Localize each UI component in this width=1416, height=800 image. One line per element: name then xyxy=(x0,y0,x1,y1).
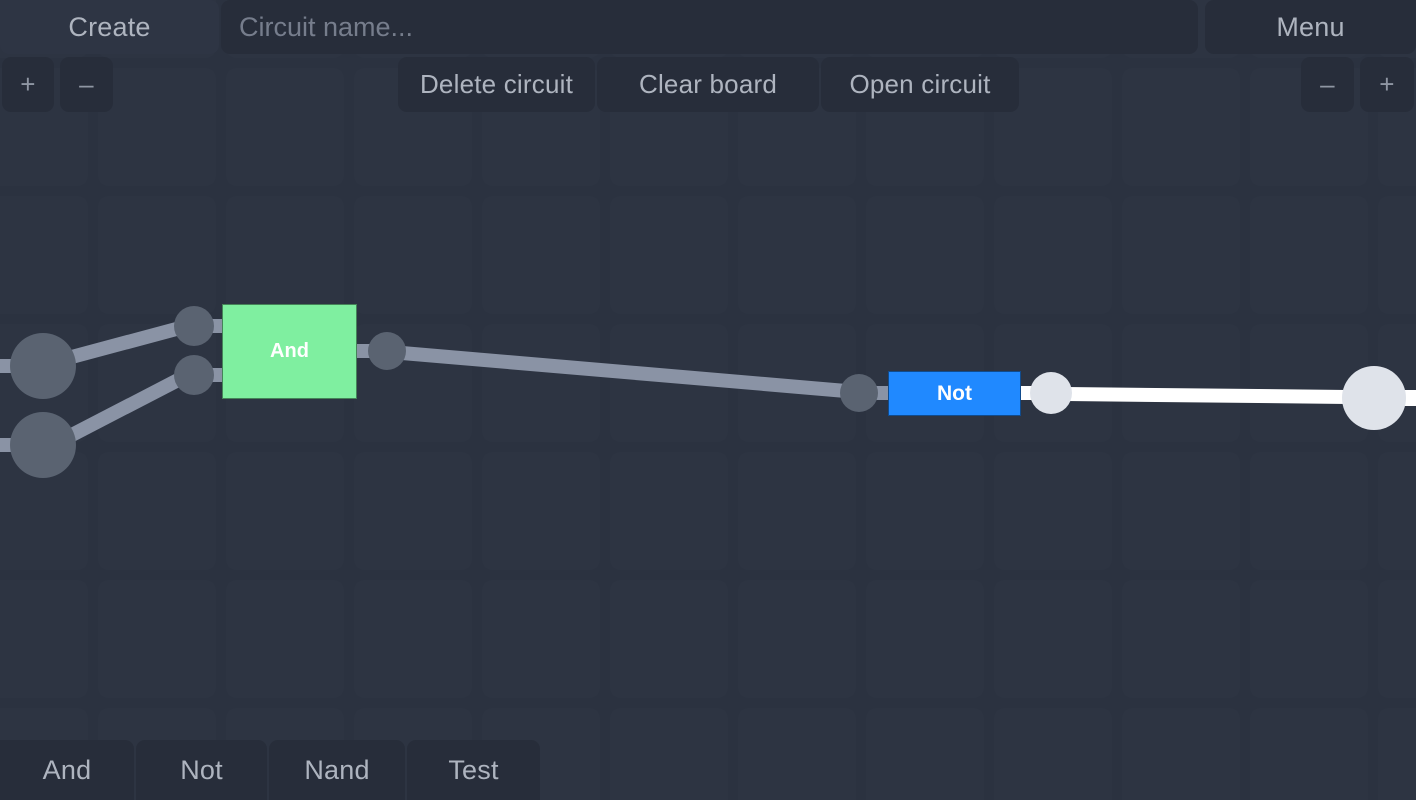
open-circuit-button[interactable]: Open circuit xyxy=(821,57,1019,112)
circuit-node-not-out[interactable] xyxy=(1030,372,1072,414)
circuit-wire[interactable] xyxy=(1065,387,1349,404)
circuit-wire[interactable] xyxy=(64,372,184,444)
zoom-in-right-button[interactable]: + xyxy=(1360,57,1414,112)
palette-test-button[interactable]: Test xyxy=(407,740,540,800)
circuit-node-in-b[interactable] xyxy=(10,412,76,478)
palette-and-button[interactable]: And xyxy=(0,740,134,800)
circuit-name-input[interactable] xyxy=(221,0,1198,54)
circuit-wire[interactable] xyxy=(401,346,847,398)
circuit-node-and-in-1[interactable] xyxy=(174,306,214,346)
palette-nand-button[interactable]: Nand xyxy=(269,740,405,800)
palette-not-button[interactable]: Not xyxy=(136,740,267,800)
menu-button[interactable]: Menu xyxy=(1205,0,1416,54)
circuit-node-out-final[interactable] xyxy=(1342,366,1406,430)
circuit-wire[interactable] xyxy=(66,321,182,365)
zoom-out-right-button[interactable]: – xyxy=(1301,57,1354,112)
delete-circuit-button[interactable]: Delete circuit xyxy=(398,57,595,112)
circuit-node-and-in-2[interactable] xyxy=(174,355,214,395)
zoom-in-left-button[interactable]: + xyxy=(2,57,54,112)
toolbar-secondary: + – Delete circuit Clear board Open circ… xyxy=(0,57,1416,114)
zoom-out-left-button[interactable]: – xyxy=(60,57,113,112)
gate-and[interactable]: And xyxy=(222,304,357,399)
circuit-node-and-out[interactable] xyxy=(368,332,406,370)
circuit-node-in-a[interactable] xyxy=(10,333,76,399)
create-circuit-button[interactable]: Create xyxy=(0,0,219,54)
clear-board-button[interactable]: Clear board xyxy=(597,57,819,112)
gate-not[interactable]: Not xyxy=(888,371,1021,416)
toolbar-primary: Create Menu xyxy=(0,0,1416,56)
circuit-node-not-in[interactable] xyxy=(840,374,878,412)
